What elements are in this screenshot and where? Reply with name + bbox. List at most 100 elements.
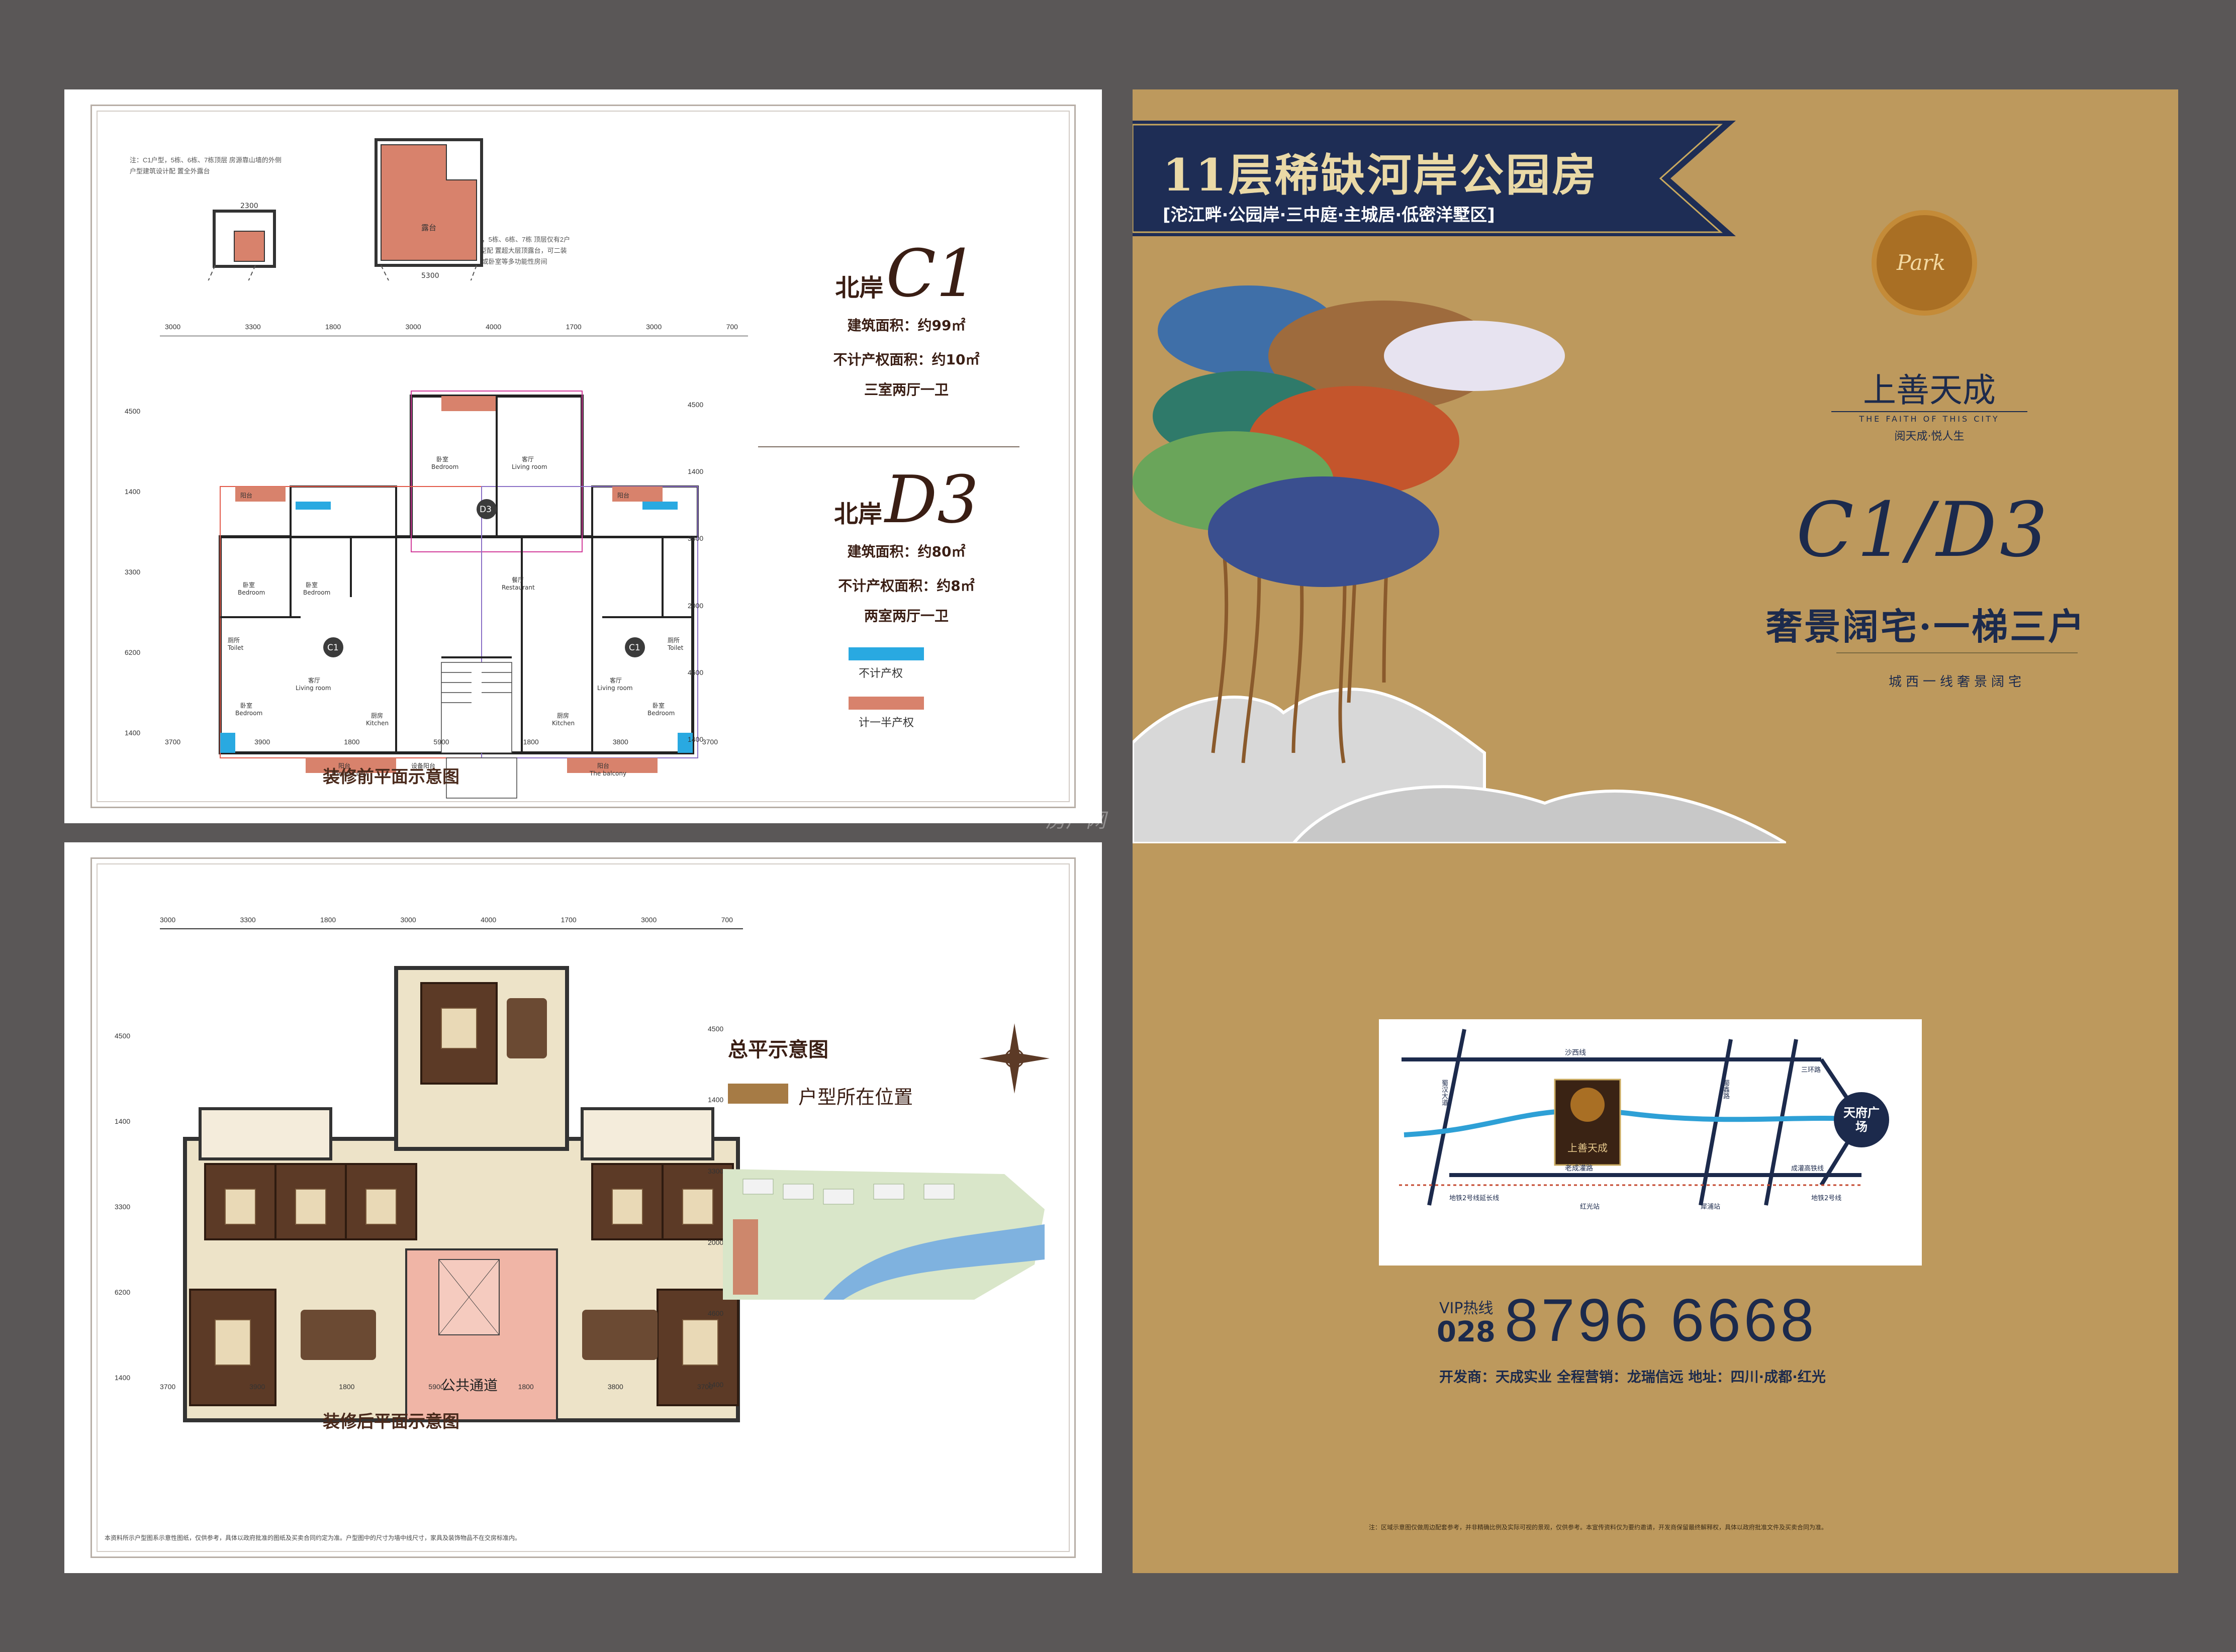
seal-text: Park <box>1897 250 1945 275</box>
room-label-en: The balcony <box>330 770 367 777</box>
road-label: 犀浦站 <box>1701 1203 1721 1211</box>
dim: 700 <box>721 916 733 924</box>
dim: 6200 <box>115 1288 131 1296</box>
road-label: 沙西线 <box>1565 1049 1586 1057</box>
road-label: 红光站 <box>1580 1203 1600 1211</box>
terrace-dim-5300: 5300 <box>421 272 439 280</box>
room-label-en: Kitchen <box>366 720 389 727</box>
room-label-en: Bedroom <box>431 463 458 470</box>
room-label: 卧室 <box>306 581 318 589</box>
developer-info: 开发商：天成实业 全程营销：龙瑞信远 地址：四川·成都·红光 <box>1439 1369 1826 1385</box>
master-plan-title: 总平示意图 <box>728 1038 828 1061</box>
unit-prefix: 北岸 <box>835 274 884 302</box>
room-label: 客厅 <box>610 676 622 684</box>
dim: 3800 <box>607 1383 623 1391</box>
dim: 3000 <box>160 916 176 924</box>
panel-disclaimer: 注：区域示意图仅做周边配套参考，并非精确比例及实际可视的景观，仅供参考。本宣传资… <box>1369 1524 1828 1531</box>
room-label: 客厅 <box>522 455 534 463</box>
large-terrace <box>375 138 483 267</box>
room-label: 阳台 <box>597 762 609 769</box>
dim: 3900 <box>254 738 270 746</box>
top-floorplan-sheet: 注：C1户型，5栋、6栋、7栋顶层 房源靠山墙的外侧户型建筑设计配 置全外露台 … <box>64 89 1102 823</box>
terrace-plans: 2300 5300 露台 <box>208 138 483 280</box>
unit-tag-c1-left: C1 <box>327 643 339 653</box>
road-label: 蜀鑫路 <box>1722 1080 1729 1099</box>
dim: 700 <box>726 323 738 331</box>
bottom-floorplan-sheet: 3000 3300 1800 3000 4000 1700 3000 700 <box>64 842 1102 1573</box>
dim: 3000 <box>641 916 657 924</box>
legend-swatch-red <box>849 697 924 710</box>
dim: 3300 <box>115 1203 131 1211</box>
road-label: 地铁2号线 <box>1811 1195 1842 1202</box>
legend-swatch-blue <box>849 647 924 660</box>
road-label: 地铁2号线延长线 <box>1449 1195 1500 1202</box>
dim: 3000 <box>405 323 421 331</box>
caption-after: 装修后平面示意图 <box>323 1412 459 1432</box>
unit-layout: 三室两厅一卫 <box>864 381 949 398</box>
room-label: 卧室 <box>240 702 252 709</box>
dim: 4500 <box>708 1024 724 1033</box>
unit-area: 建筑面积：约80㎡ <box>847 543 966 560</box>
compass-icon <box>979 1023 1050 1094</box>
road-label: 成灌高铁线 <box>1791 1165 1824 1173</box>
headline: 奢景阔宅·一梯三户 <box>1766 605 2087 648</box>
dim: 6200 <box>125 648 141 656</box>
unit-extra-area: 不计产权面积：约10㎡ <box>833 351 980 368</box>
road-label: 三环路 <box>1801 1066 1821 1074</box>
location-swatch <box>728 1084 788 1104</box>
dim: 1400 <box>115 1374 131 1382</box>
dim: 1400 <box>708 1096 724 1104</box>
brand-name: 上善天成 <box>1863 371 1996 410</box>
top-dimensions: 3000 3300 1800 3000 4000 1700 3000 700 <box>165 323 738 331</box>
dim: 3300 <box>708 1167 724 1176</box>
unit-extra-area: 不计产权面积：约8㎡ <box>838 577 975 594</box>
room-label-en: Toilet <box>227 644 244 651</box>
unit-code: C1 <box>886 235 978 312</box>
dim: 2000 <box>688 601 704 610</box>
dim: 3700 <box>160 1383 176 1391</box>
dim: 4000 <box>486 323 502 331</box>
hotline-number[interactable]: 8796 6668 <box>1505 1287 1817 1354</box>
model-code: C1/D3 <box>1796 487 2051 574</box>
location-label: 户型所在位置 <box>798 1086 913 1108</box>
road-label: 老成灌路 <box>1565 1164 1593 1173</box>
right-dimensions: 4500 1400 3300 2000 4600 1400 <box>688 371 708 773</box>
dim: 3300 <box>245 323 261 331</box>
brand-english: THE FAITH OF THIS CITY <box>1831 411 2027 424</box>
sheet-frame <box>90 105 1076 808</box>
dim: 1400 <box>708 1381 724 1389</box>
dim: 3000 <box>400 916 416 924</box>
dim: 3300 <box>125 568 141 576</box>
room-label-en: Kitchen <box>552 720 575 727</box>
dim: 3700 <box>697 1383 713 1391</box>
dim: 4600 <box>708 1309 724 1318</box>
bottom-dimensions: 3700 3900 1800 5900 1800 3800 3700 <box>160 1383 713 1391</box>
dim: 3900 <box>249 1383 265 1391</box>
right-dimensions: 4500 1400 3300 2000 4600 1400 <box>708 993 728 1420</box>
dim: 3300 <box>688 534 704 543</box>
dim: 4600 <box>688 668 704 676</box>
room-label-en: Bedroom <box>303 589 330 596</box>
vip-label: VIP热线 <box>1439 1300 1494 1317</box>
room-label-en: Bedroom <box>647 710 675 717</box>
room-label: 卧室 <box>653 702 665 709</box>
dim: 5900 <box>428 1383 444 1391</box>
dim: 4500 <box>115 1032 131 1040</box>
dim: 1400 <box>115 1117 131 1125</box>
room-label: 餐厅 <box>512 576 524 584</box>
room-label-en: Bedroom <box>238 589 265 596</box>
bottom-dimensions: 3700 3900 1800 5900 1800 3800 3700 <box>165 738 718 746</box>
corridor-label: 公共通道 <box>441 1377 498 1394</box>
room-label-en: The balcony <box>589 770 626 777</box>
title-banner <box>1133 121 1736 236</box>
dim: 4500 <box>688 400 704 409</box>
dim: 1800 <box>339 1383 355 1391</box>
banner-title: 11层稀缺河岸公园房 <box>1163 149 1599 201</box>
dim: 1800 <box>518 1383 534 1391</box>
sub-headline: 城西一线奢景阔宅 <box>1888 674 2025 690</box>
dim: 1400 <box>125 729 141 737</box>
dim: 1800 <box>320 916 336 924</box>
room-label-en: Restaurant <box>502 584 535 591</box>
dim: 1800 <box>523 738 539 746</box>
unit-layout: 两室两厅一卫 <box>864 608 949 624</box>
